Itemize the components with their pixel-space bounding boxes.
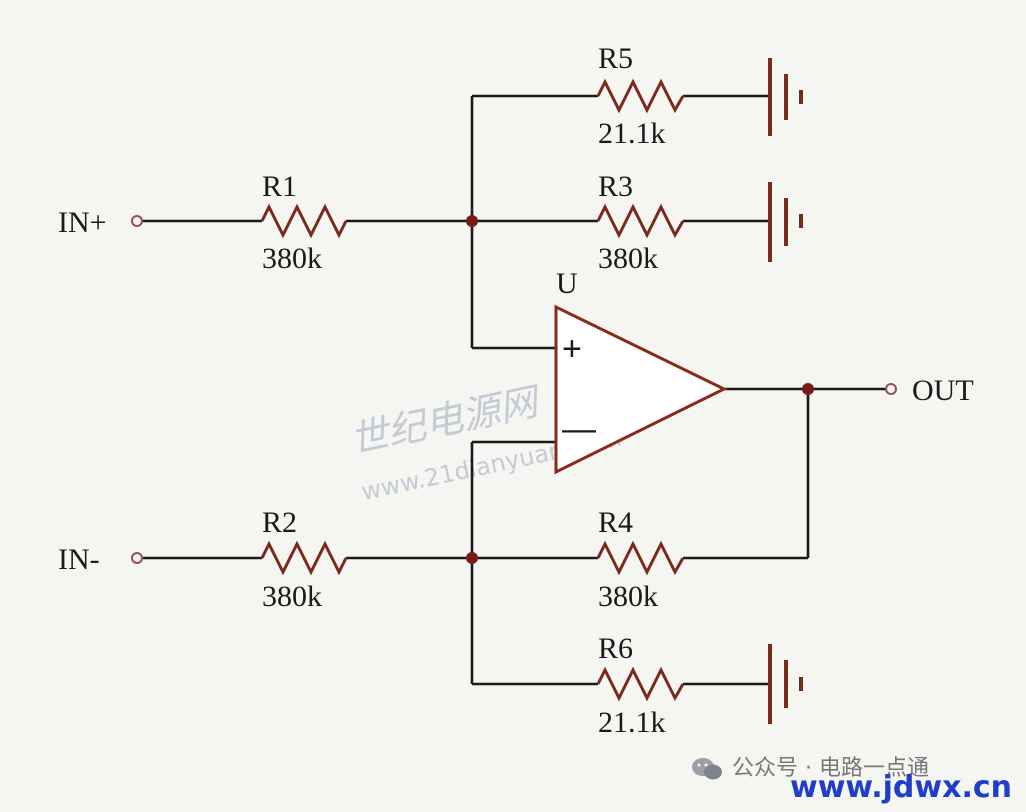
opamp-plus-sign: + bbox=[562, 330, 582, 368]
junction-inv-node bbox=[466, 552, 478, 564]
resistor-r1-value: 380k bbox=[262, 242, 322, 275]
resistor-r2-name: R2 bbox=[262, 506, 297, 539]
ground-r5 bbox=[768, 58, 803, 136]
opamp-label: U bbox=[556, 267, 578, 300]
resistor-r6: R6 21.1k bbox=[596, 632, 685, 739]
ground-r3 bbox=[768, 182, 803, 262]
resistor-r4-name: R4 bbox=[598, 506, 633, 539]
resistor-r2-symbol bbox=[260, 540, 348, 576]
resistor-r4-value: 380k bbox=[598, 580, 658, 613]
resistor-r3-name: R3 bbox=[598, 170, 633, 203]
resistor-r2: R2 380k bbox=[260, 506, 348, 613]
label-out: OUT bbox=[912, 374, 974, 407]
ground-r6 bbox=[768, 644, 803, 724]
resistor-r4-symbol bbox=[596, 540, 685, 576]
terminal-in-minus bbox=[131, 552, 143, 564]
terminal-in-plus bbox=[131, 215, 143, 227]
site-link[interactable]: www.jdwx.cn bbox=[790, 770, 1012, 805]
resistor-r2-value: 380k bbox=[262, 580, 322, 613]
label-in-minus: IN- bbox=[58, 543, 100, 576]
wechat-icon bbox=[692, 758, 722, 780]
resistor-r5: R5 21.1k bbox=[596, 42, 685, 150]
resistor-r1-symbol bbox=[260, 203, 348, 239]
resistor-r5-name: R5 bbox=[598, 42, 633, 75]
resistor-r6-symbol bbox=[596, 666, 685, 702]
resistor-r3: R3 380k bbox=[596, 170, 685, 275]
resistor-r3-symbol bbox=[596, 203, 685, 239]
resistor-r3-value: 380k bbox=[598, 242, 658, 275]
label-in-plus: IN+ bbox=[58, 206, 107, 239]
opamp-u: + — U bbox=[554, 267, 728, 475]
footer-account-text: 公众号 · 电路一点通 bbox=[732, 756, 929, 781]
resistor-r6-name: R6 bbox=[598, 632, 633, 665]
opamp-minus-sign: — bbox=[562, 410, 596, 448]
resistor-r1-name: R1 bbox=[262, 170, 297, 203]
terminal-out bbox=[885, 383, 897, 395]
resistor-r6-value: 21.1k bbox=[598, 706, 666, 739]
junction-noninv-node bbox=[466, 215, 478, 227]
junction-output-node bbox=[802, 383, 814, 395]
resistor-r5-value: 21.1k bbox=[598, 117, 666, 150]
resistor-r1: R1 380k bbox=[260, 170, 348, 275]
footer-account: 公众号 · 电路一点通 bbox=[690, 750, 1020, 782]
resistor-r5-symbol bbox=[596, 78, 685, 114]
resistor-r4: R4 380k bbox=[596, 506, 685, 613]
opamp-triangle bbox=[554, 304, 728, 475]
